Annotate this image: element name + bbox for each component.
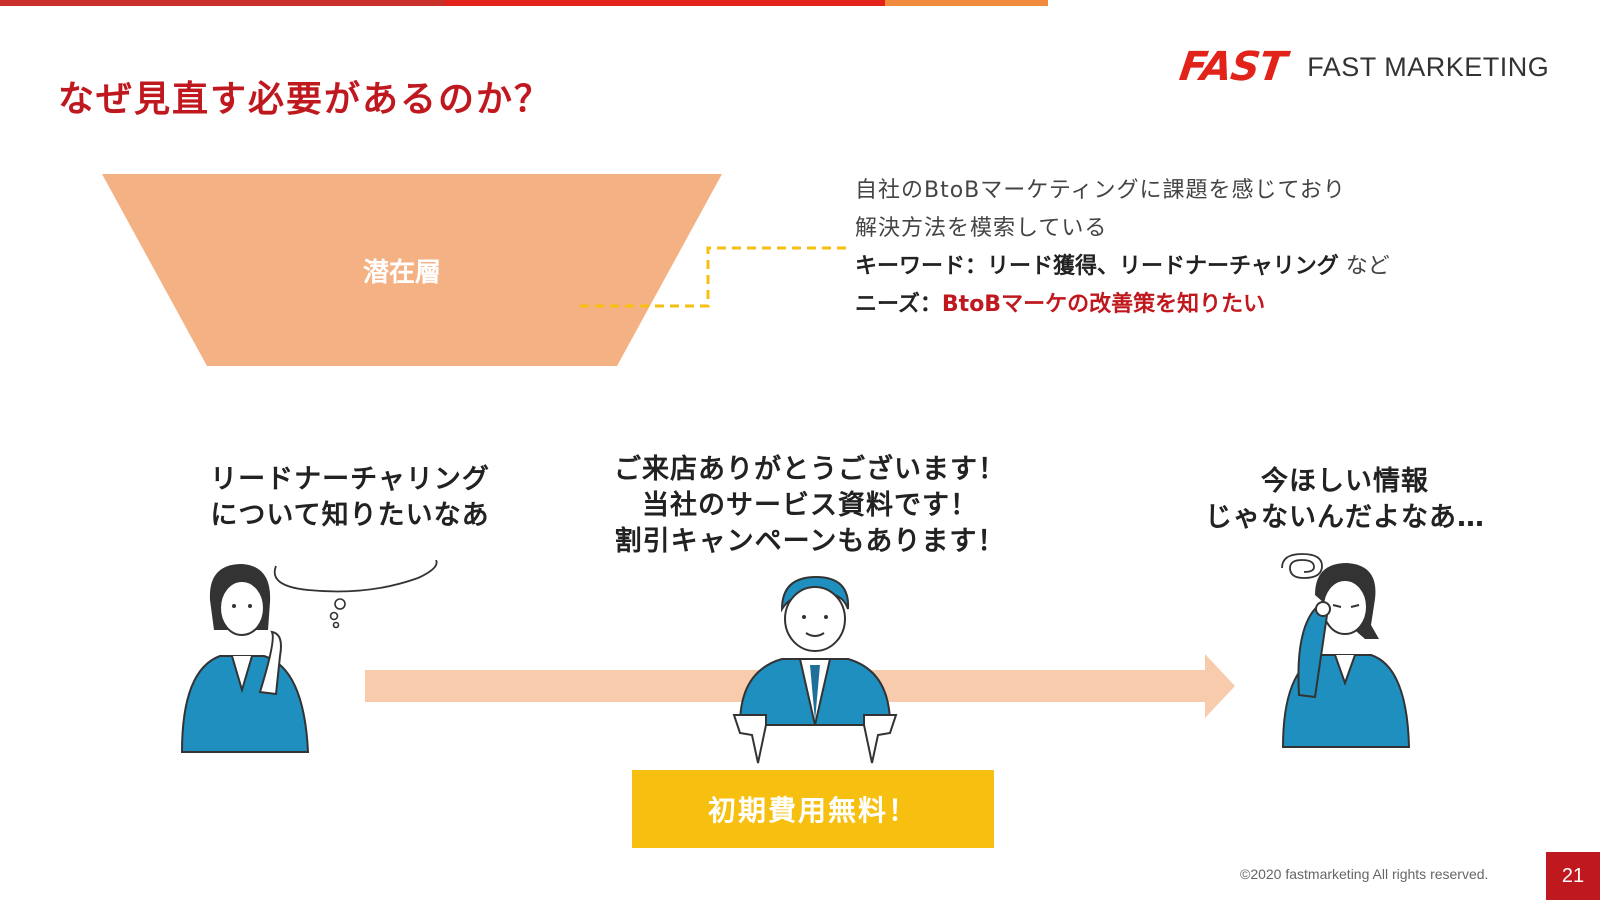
woman-thinking-icon (180, 564, 310, 753)
description-line-2: 解決方法を模索している (855, 216, 1108, 241)
top-accent-bar (0, 0, 1048, 6)
keywords-line: キーワード：リード獲得、リードナーチャリング など (855, 248, 1390, 286)
speech-line: について知りたいなあ (210, 500, 490, 531)
keywords-suffix: など (1338, 254, 1390, 279)
description-line-1: 自社のBtoBマーケティングに課題を感じており (855, 178, 1346, 203)
confusion-swirl-icon (1281, 553, 1323, 579)
salesperson-speech: ご来店ありがとうございます！ 当社のサービス資料です！ 割引キャンペーンもありま… (590, 452, 1030, 560)
salesman-presenting-icon (732, 575, 898, 764)
segment-description: 自社のBtoBマーケティングに課題を感じており 解決方法を模索している キーワー… (855, 172, 1390, 324)
page-number: 21 (1546, 852, 1600, 900)
needs-prefix: ニーズ： (855, 292, 942, 317)
thought-bubble-icon (273, 560, 438, 629)
speech-line: リードナーチャリング (210, 464, 490, 495)
speech-line: 当社のサービス資料です！ (642, 490, 978, 521)
copyright-notice: ©2020 fastmarketing All rights reserved. (1240, 866, 1489, 882)
accent-segment-orange (885, 0, 1048, 6)
logo-name: FAST MARKETING (1307, 51, 1550, 82)
dashed-connector-line (580, 246, 850, 308)
keywords-prefix: キーワード： (855, 254, 988, 279)
woman-troubled-icon (1281, 563, 1411, 748)
slide-title: なぜ見直す必要があるのか？ (58, 79, 553, 120)
needs-line: ニーズ：BtoBマーケの改善策を知りたい (855, 286, 1390, 324)
accent-segment-dark-red (0, 0, 445, 6)
speech-line: ご来店ありがとうございます！ (614, 454, 1006, 485)
funnel-shape (102, 174, 722, 366)
needs-value: BtoBマーケの改善策を知りたい (941, 292, 1266, 317)
free-initial-cost-banner: 初期費用無料！ (632, 770, 994, 848)
speech-line: 割引キャンペーンもあります！ (614, 526, 1006, 557)
keywords-value: リード獲得、リードナーチャリング (987, 254, 1339, 279)
customer-before-speech: リードナーチャリング について知りたいなあ (180, 462, 520, 534)
funnel-label: 潜在層 (362, 257, 441, 288)
customer-after-speech: 今ほしい情報 じゃないんだよなあ… (1175, 464, 1515, 536)
accent-segment-red (445, 0, 885, 6)
speech-line: 今ほしい情報 (1261, 466, 1429, 497)
company-logo: FAST FAST MARKETING (1176, 44, 1550, 90)
speech-line: じゃないんだよなあ… (1205, 502, 1485, 533)
logo-mark: FAST (1176, 44, 1289, 90)
